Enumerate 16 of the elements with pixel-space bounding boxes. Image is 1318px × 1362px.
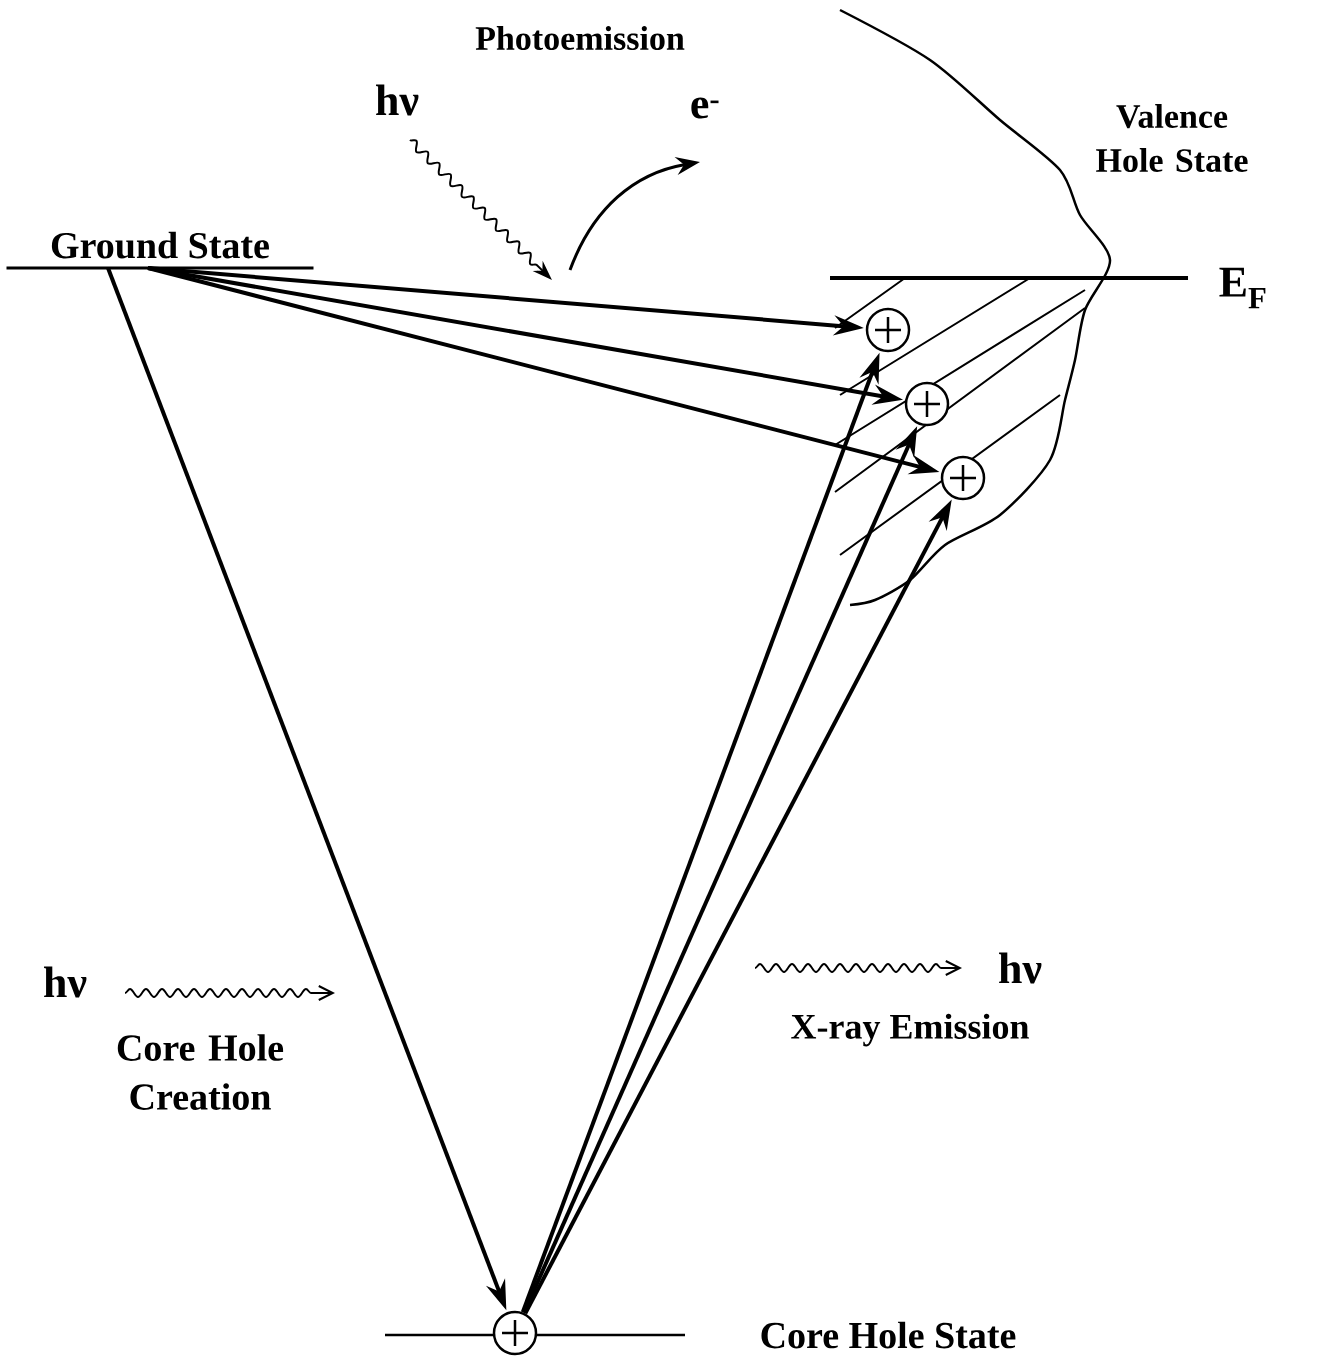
node-label: Ground State	[51, 231, 269, 259]
label: Photoemission	[475, 26, 685, 50]
hole-symbol	[940, 455, 986, 501]
label: X-ray Emission	[791, 1013, 1029, 1047]
label: e$^{-}$	[691, 97, 719, 119]
label: Core Hole State	[761, 1321, 1016, 1349]
label: hν	[999, 952, 1042, 984]
label: hν	[376, 84, 419, 116]
energy-level: Ground State	[6, 231, 314, 270]
hole-symbol	[492, 1310, 538, 1356]
hole-symbol	[904, 381, 950, 427]
label: Core Hole Creation	[117, 1034, 284, 1110]
label: hν	[44, 966, 87, 998]
label: E$_{F}$	[1219, 267, 1266, 309]
label: Valence Hole State	[1096, 104, 1248, 172]
hole-symbol	[865, 307, 911, 353]
